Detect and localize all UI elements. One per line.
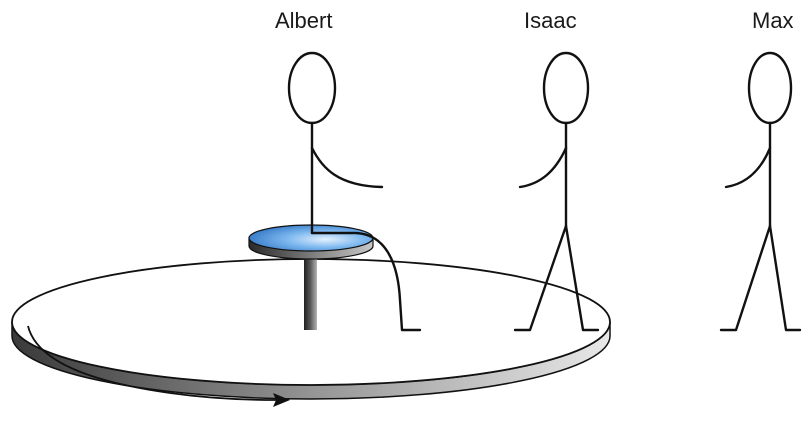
max-leg-left xyxy=(719,224,772,332)
rotation-arrow xyxy=(27,325,290,407)
name-label-albert: Albert xyxy=(275,8,333,33)
figure-albert xyxy=(287,51,422,332)
albert-leg xyxy=(310,231,422,332)
isaac-leg-right xyxy=(564,224,600,332)
albert-arm xyxy=(310,146,384,189)
max-leg-right xyxy=(768,224,802,332)
isaac-head xyxy=(542,51,590,125)
stool-post xyxy=(304,252,317,330)
figure-isaac xyxy=(513,51,600,332)
arrow-head-icon xyxy=(273,393,290,407)
max-arm xyxy=(724,146,772,189)
max-head xyxy=(747,51,793,125)
name-label-max: Max xyxy=(752,8,794,33)
stool-seat xyxy=(248,224,374,260)
isaac-arm xyxy=(518,146,568,189)
figure-max xyxy=(719,51,802,332)
name-label-isaac: Isaac xyxy=(524,8,577,33)
albert-head xyxy=(287,51,337,125)
isaac-leg-left xyxy=(513,224,568,332)
